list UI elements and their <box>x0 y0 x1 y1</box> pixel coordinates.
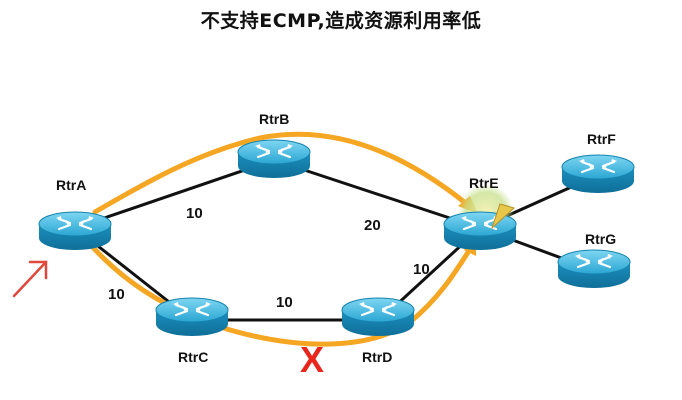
upper-path <box>92 131 471 215</box>
slide-title: 不支持ECMP,造成资源利用率低 <box>200 10 482 32</box>
weight-d-e: 10 <box>413 261 430 278</box>
weight-a-b: 10 <box>186 205 203 222</box>
background-wash <box>422 0 682 340</box>
weight-b-e: 20 <box>364 217 381 234</box>
lower-path <box>85 239 475 347</box>
router-rtrD <box>340 296 416 338</box>
router-rtrC <box>154 296 230 338</box>
rtre-pointer-icon <box>490 203 516 230</box>
router-rtrE <box>442 210 518 252</box>
blocked-x-mark: X <box>300 339 324 380</box>
link-a-b <box>74 158 275 230</box>
weight-a-c: 10 <box>108 286 125 303</box>
traffic-paths <box>85 131 475 347</box>
router-rtrA <box>37 210 113 252</box>
label-rtrE: RtrE <box>469 175 499 191</box>
router-rtrG <box>556 248 632 290</box>
router-rtrF <box>560 153 636 195</box>
label-rtrB: RtrB <box>259 111 289 127</box>
label-rtrD: RtrD <box>362 349 392 365</box>
label-rtrA: RtrA <box>56 177 86 193</box>
source-arrow-icon <box>12 260 48 298</box>
link-b-e <box>273 158 481 230</box>
weight-c-d: 10 <box>276 294 293 311</box>
router-rtrB <box>236 138 312 180</box>
label-rtrG: RtrG <box>585 231 616 247</box>
label-rtrC: RtrC <box>178 349 208 365</box>
label-rtrF: RtrF <box>587 131 616 147</box>
